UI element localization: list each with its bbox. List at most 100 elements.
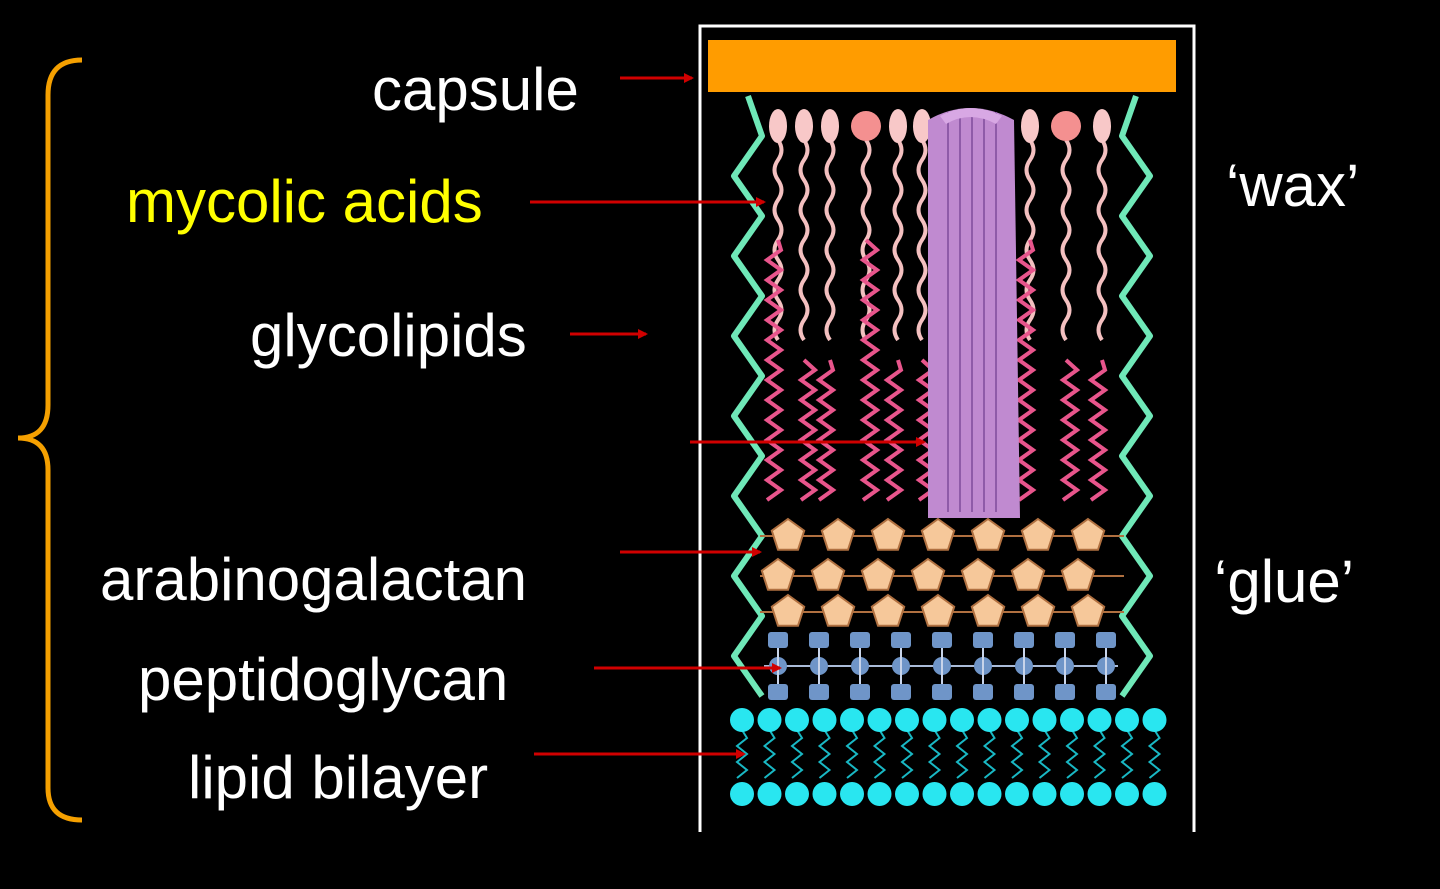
membrane-head-inner [1032,782,1057,806]
membrane-head-outer [730,708,754,732]
membrane-tail [790,729,804,779]
lipid-tail-upper [1096,138,1108,342]
membrane-tail [1120,729,1134,779]
lipid-tail-lower [1087,359,1109,502]
mycolic-acid [883,109,907,502]
membrane-head-inner [895,782,919,806]
lipid-tail-lower [1015,239,1037,502]
membrane-head-inner [1087,782,1112,806]
membrane-head-outer [1032,708,1057,732]
label-glycolipids: glycolipids [250,302,527,369]
label-peptidoglycan: peptidoglycan [138,646,509,713]
membrane-head-inner [840,782,864,806]
lipid-head [769,109,787,143]
membrane-head-outer [812,708,837,732]
sugar-unit [970,593,1006,627]
mycolic-acid [1051,111,1081,502]
glycan-unit [891,684,911,700]
sugar-unit [1020,517,1056,551]
glycan-unit [1055,632,1075,648]
membrane-head-inner [977,782,1002,806]
mycolic-acid [1015,109,1039,502]
membrane-head-inner [950,782,974,806]
sugar-unit [870,593,906,627]
sugar-unit [820,593,856,627]
glycan-unit [973,632,993,648]
membrane-tail [845,729,859,779]
membrane-head-inner [867,782,892,806]
outer-zigzag-chains [731,95,1153,698]
membrane-head-outer [1142,708,1167,732]
label-mycolic-acids: mycolic acids [126,168,483,235]
lipid-head [889,109,907,143]
sugar-unit [1010,557,1046,591]
label-wax: ‘wax’ [1226,152,1360,219]
membrane-head-inner [757,782,782,806]
lipid-tail-upper [1060,138,1072,342]
glycan-unit [1014,632,1034,648]
mycolic-acid [763,109,787,502]
lipid-head [821,109,839,143]
capsule-layer [708,40,1176,92]
label-lipid-bilayer: lipid bilayer [188,744,489,811]
membrane-tail [927,729,942,779]
membrane-head-outer [977,708,1002,732]
lipid-tail-upper [916,138,928,342]
membrane-head-inner [1115,782,1139,806]
lipid-head [913,109,931,143]
sugar-unit [820,517,856,551]
glycan-unit [1096,684,1116,700]
membrane-head-outer [1060,708,1084,732]
membrane-head-inner [1142,782,1167,806]
label-glue: ‘glue’ [1214,548,1355,615]
glycan-unit [809,632,829,648]
porin-protein [928,108,1020,518]
porin-top [940,108,1002,124]
glycan-unit [932,684,952,700]
glycan-unit [1014,684,1034,700]
sugar-unit [860,557,896,591]
membrane-tail [900,729,914,779]
mycolic-acid [815,109,839,502]
mycolic-acid [1087,109,1111,502]
membrane-tail [872,729,887,779]
sugar-unit [970,517,1006,551]
lipid-tail-upper [892,138,904,342]
sugar-unit [810,557,846,591]
porin-body [928,108,1020,518]
glycan-unit [891,632,911,648]
membrane-tail [1092,729,1107,779]
sugar-unit [760,557,796,591]
membrane-head-outer [1005,708,1029,732]
sugar-unit [870,517,906,551]
lipid-tail-lower [763,239,785,502]
membrane-tail [762,729,777,779]
membrane-head-outer [840,708,864,732]
membrane-head-outer [867,708,892,732]
lipid-head [795,109,813,143]
sugar-unit [920,517,956,551]
glycan-unit [768,684,788,700]
sugar-unit [910,557,946,591]
label-arabinogalactan: arabinogalactan [100,546,528,613]
membrane-head-outer [950,708,974,732]
lipid-tail-lower [883,359,905,502]
membrane-tail [982,729,997,779]
lipid-head [1021,109,1039,143]
glycan-unit [1055,684,1075,700]
membrane-tail [1037,729,1052,779]
membrane-head-outer [757,708,782,732]
membrane-head-inner [812,782,837,806]
membrane-tail [955,729,969,779]
membrane-head-outer [895,708,919,732]
cell-wall-frame [698,24,1196,832]
membrane-head-inner [1060,782,1084,806]
membrane-tail [1010,729,1024,779]
glycan-unit [973,684,993,700]
lipid-bilayer-layer [730,708,1167,806]
membrane-tail [735,729,749,779]
glycan-unit [809,684,829,700]
lipid-head [1093,109,1111,143]
